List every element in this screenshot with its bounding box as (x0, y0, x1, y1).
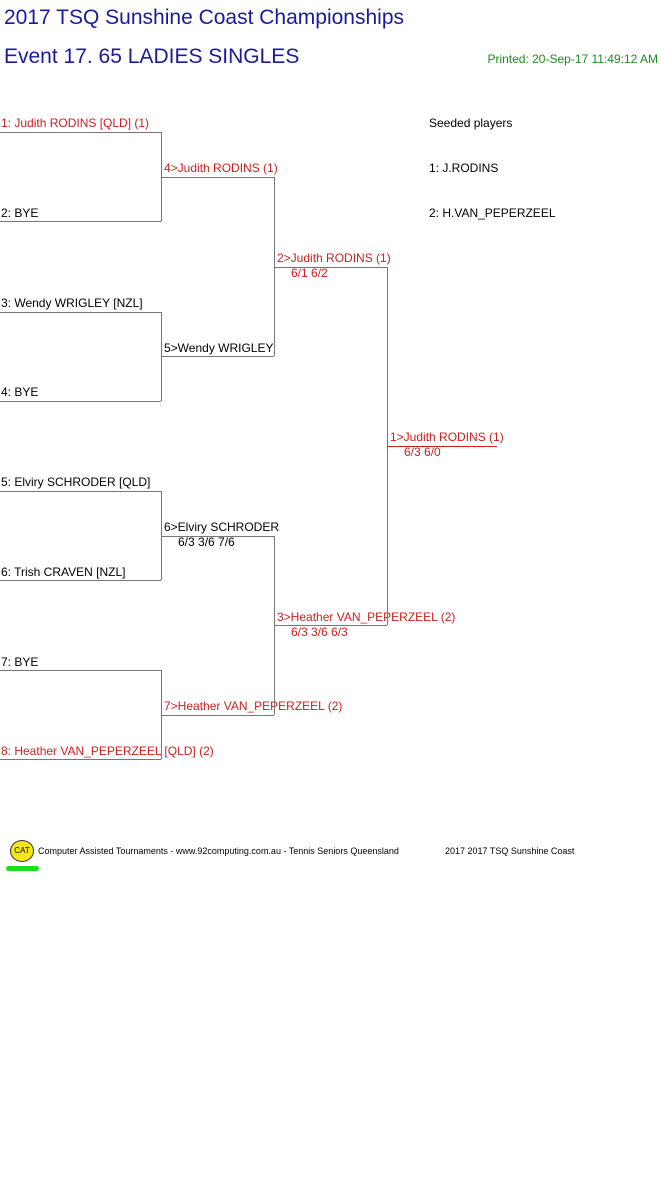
bracket-line (274, 625, 387, 626)
final-line (387, 446, 497, 447)
round2-winner-1: 4>Judith RODINS (1) (164, 161, 278, 175)
bracket-line (0, 580, 161, 581)
championship-title: 2017 TSQ Sunshine Coast Championships (4, 6, 405, 29)
bracket-line (161, 177, 274, 178)
bracket-line (161, 670, 162, 759)
printed-timestamp: Printed: 20-Sep-17 11:49:12 AM (487, 52, 658, 66)
round2-score-3: 6/3 3/6 7/6 (178, 535, 235, 549)
round2-winner-3: 6>Elviry SCHRODER (164, 520, 280, 534)
bracket-line (161, 132, 162, 221)
bracket-line (161, 356, 274, 357)
cat-logo-icon: CAT (10, 840, 34, 862)
semi-winner-1: 2>Judith RODINS (1) (277, 251, 391, 265)
bracket-line (0, 221, 161, 222)
bracket-line (0, 401, 161, 402)
bracket-line (0, 491, 161, 492)
final-score: 6/3 6/0 (404, 445, 441, 459)
bracket-line (161, 536, 274, 537)
final-winner: 1>Judith RODINS (1) (390, 430, 504, 444)
semi-score-2: 6/3 3/6 6/3 (291, 625, 348, 639)
semi-winner-2: 3>Heather VAN_PEPERZEEL (2) (277, 610, 456, 624)
footer-credit: Computer Assisted Tournaments - www.92co… (38, 846, 399, 856)
draw-slot-5: 5: Elviry SCHRODER [QLD] (1, 475, 151, 489)
seed-2: 2: H.VAN_PEPERZEEL (429, 206, 556, 220)
draw-slot-1: 1: Judith RODINS [QLD] (1) (1, 116, 150, 130)
draw-slot-4: 4: BYE (1, 385, 39, 399)
seeded-players-title: Seeded players (429, 116, 513, 130)
bracket-line (274, 267, 387, 268)
draw-slot-6: 6: Trish CRAVEN [NZL] (1, 565, 126, 579)
bracket-line (0, 312, 161, 313)
event-title: Event 17. 65 LADIES SINGLES (4, 45, 300, 68)
logo-underline (6, 866, 39, 871)
bracket-line (274, 177, 275, 356)
draw-slot-3: 3: Wendy WRIGLEY [NZL] (1, 296, 143, 310)
bracket-line (0, 759, 161, 760)
footer-tournament: 2017 2017 TSQ Sunshine Coast (445, 846, 575, 856)
draw-slot-7: 7: BYE (1, 655, 39, 669)
bracket-line (0, 670, 161, 671)
bracket-line (161, 491, 162, 580)
draw-slot-8: 8: Heather VAN_PEPERZEEL [QLD] (2) (1, 744, 214, 758)
semi-score-1: 6/1 6/2 (291, 266, 328, 280)
round2-winner-2: 5>Wendy WRIGLEY (164, 341, 274, 355)
seed-1: 1: J.RODINS (429, 161, 499, 175)
round2-winner-4: 7>Heather VAN_PEPERZEEL (2) (164, 699, 343, 713)
bracket-line (161, 715, 274, 716)
bracket-line (0, 132, 161, 133)
draw-slot-2: 2: BYE (1, 206, 39, 220)
